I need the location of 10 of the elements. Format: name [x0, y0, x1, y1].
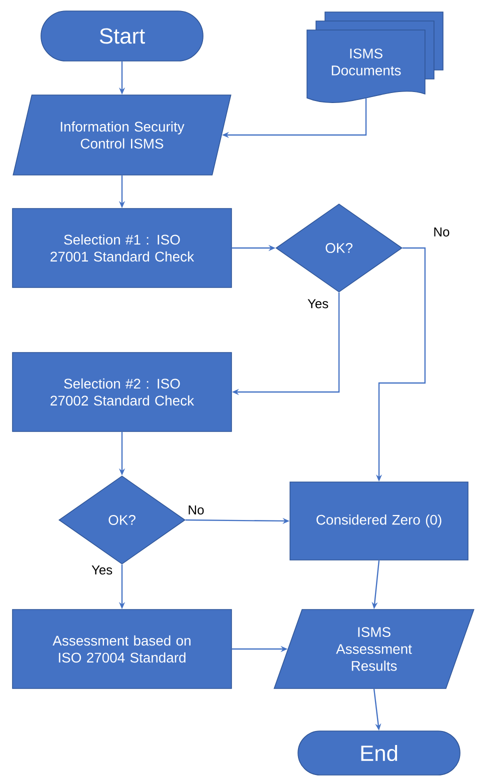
edge-label: Yes	[308, 299, 328, 308]
edge-label: No	[188, 505, 204, 515]
process-box: Selection #1 : ISO 27001 Standard Check	[12, 208, 232, 288]
data-parallelogram: ISMS Assessment Results	[274, 609, 474, 689]
process-box: Selection #2 : ISO 27002 Standard Check	[12, 352, 232, 432]
edge-label: Yes	[92, 565, 112, 575]
data-parallelogram: Information Security Control ISMS	[12, 94, 232, 176]
process-box: Assessment based on ISO 27004 Standard	[12, 609, 232, 689]
process-box: Considered Zero (0)	[290, 482, 468, 560]
edge-label: No	[434, 227, 450, 236]
